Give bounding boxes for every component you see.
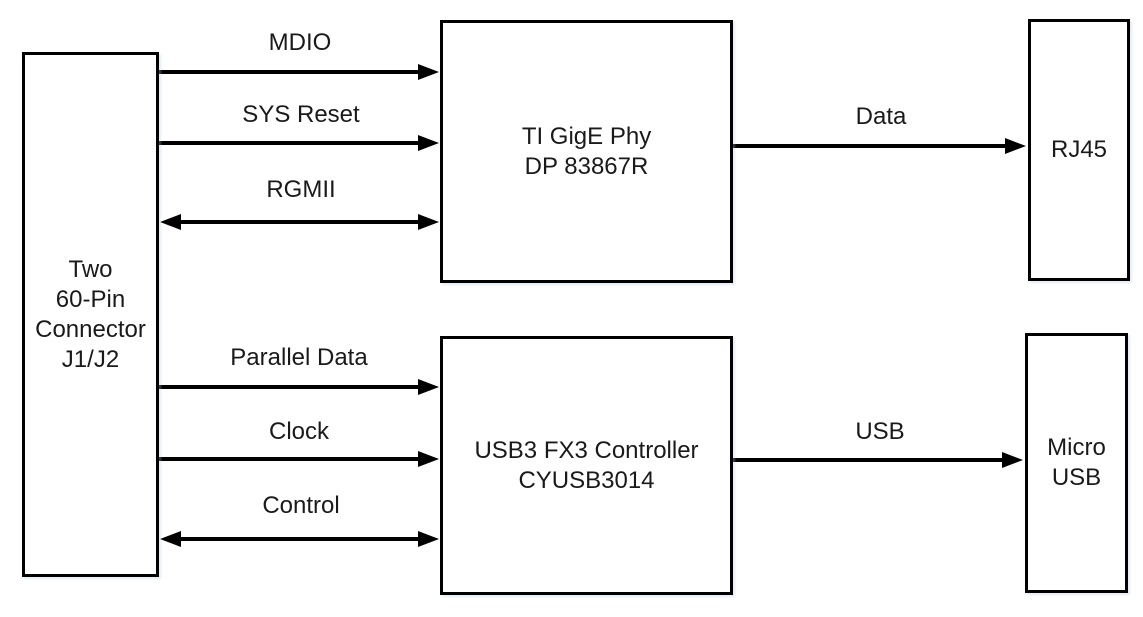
usb-arrow [733,452,1023,468]
connector-box: Two 60-Pin Connector J1/J2 [22,52,159,577]
rj45-box: RJ45 [1028,19,1130,281]
clock-arrow [159,451,439,467]
connector-box-label: Two 60-Pin Connector J1/J2 [35,255,146,373]
fx3-controller-box-label: USB3 FX3 Controller CYUSB3014 [474,436,699,494]
fx3-controller-box: USB3 FX3 Controller CYUSB3014 [440,336,733,595]
rgmii-arrow-label: RGMII [266,176,336,203]
parallel-data-arrow-label: Parallel Data [230,344,368,371]
sys-reset-arrow [159,135,439,151]
mdio-arrow-label: MDIO [268,29,332,56]
mdio-arrow [159,64,439,80]
sys-reset-arrow-label: SYS Reset [242,101,360,128]
gige-phy-box: TI GigE Phy DP 83867R [440,20,733,283]
usb-arrow-label: USB [855,418,905,445]
parallel-data-arrow [159,379,439,395]
rj45-box-label: RJ45 [1050,136,1108,163]
gige-phy-box-label: TI GigE Phy DP 83867R [521,122,652,180]
control-arrow [160,531,439,547]
control-arrow-label: Control [262,492,340,519]
data-arrow [733,138,1026,154]
clock-arrow-label: Clock [268,418,330,445]
rgmii-arrow [160,214,439,230]
micro-usb-box: Micro USB [1025,333,1128,593]
micro-usb-box-label: Micro USB [1047,434,1106,491]
data-arrow-label: Data [855,103,907,130]
